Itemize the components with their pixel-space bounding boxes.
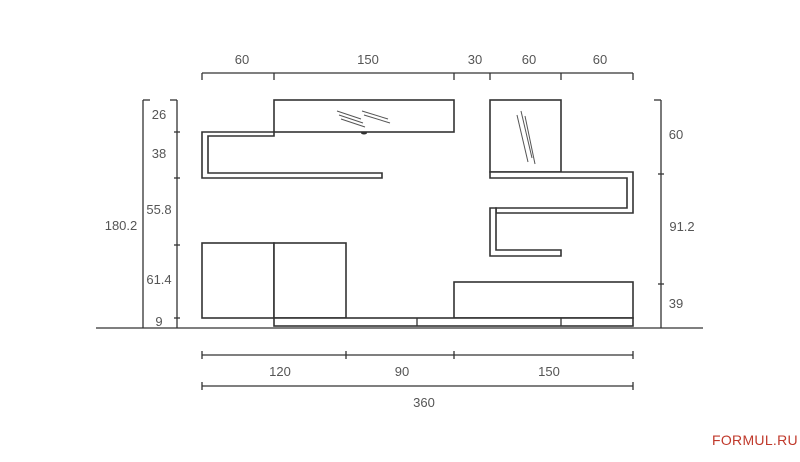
- top-dim-label-5: 60: [593, 52, 607, 67]
- left-shelf-bracket: [201, 131, 383, 179]
- upper-glass-cabinet-left: [273, 99, 455, 135]
- top-dim-label-1: 60: [235, 52, 249, 67]
- bottom-total-dimension-line: [201, 382, 634, 390]
- cabinet-handle: [361, 131, 367, 135]
- bottom-dim-label-1: 120: [269, 364, 291, 379]
- right-dimension-line: [654, 99, 664, 328]
- right-dim-label-2: 91.2: [669, 219, 694, 234]
- top-dim-label-4: 60: [522, 52, 536, 67]
- top-dimension-line: [201, 72, 634, 80]
- left-dim-label-4: 61.4: [146, 272, 171, 287]
- upper-glass-cabinet-right: [489, 99, 562, 173]
- right-dim-label-3: 39: [669, 296, 683, 311]
- base-rail: [273, 317, 634, 327]
- bottom-dim-label-3: 150: [538, 364, 560, 379]
- left-total-dimension-line: [142, 99, 150, 328]
- right-shelf-unit: [489, 171, 634, 257]
- left-total-label: 180.2: [105, 218, 138, 233]
- bottom-dim-label-2: 90: [395, 364, 409, 379]
- left-dim-label-5: 9: [155, 314, 162, 329]
- brand-watermark: FORMUL.RU: [712, 432, 798, 448]
- left-dim-label-2: 38: [152, 146, 166, 161]
- top-dim-label-2: 150: [357, 52, 379, 67]
- bottom-segment-dimension-line: [201, 351, 634, 359]
- left-dim-label-3: 55.8: [146, 202, 171, 217]
- left-dimension-line: [170, 99, 180, 328]
- right-dim-label-1: 60: [669, 127, 683, 142]
- bottom-total-label: 360: [413, 395, 435, 410]
- left-dim-label-1: 26: [152, 107, 166, 122]
- base-cabinet-left: [201, 242, 347, 319]
- low-cabinet-right: [453, 281, 634, 319]
- top-dim-label-3: 30: [468, 52, 482, 67]
